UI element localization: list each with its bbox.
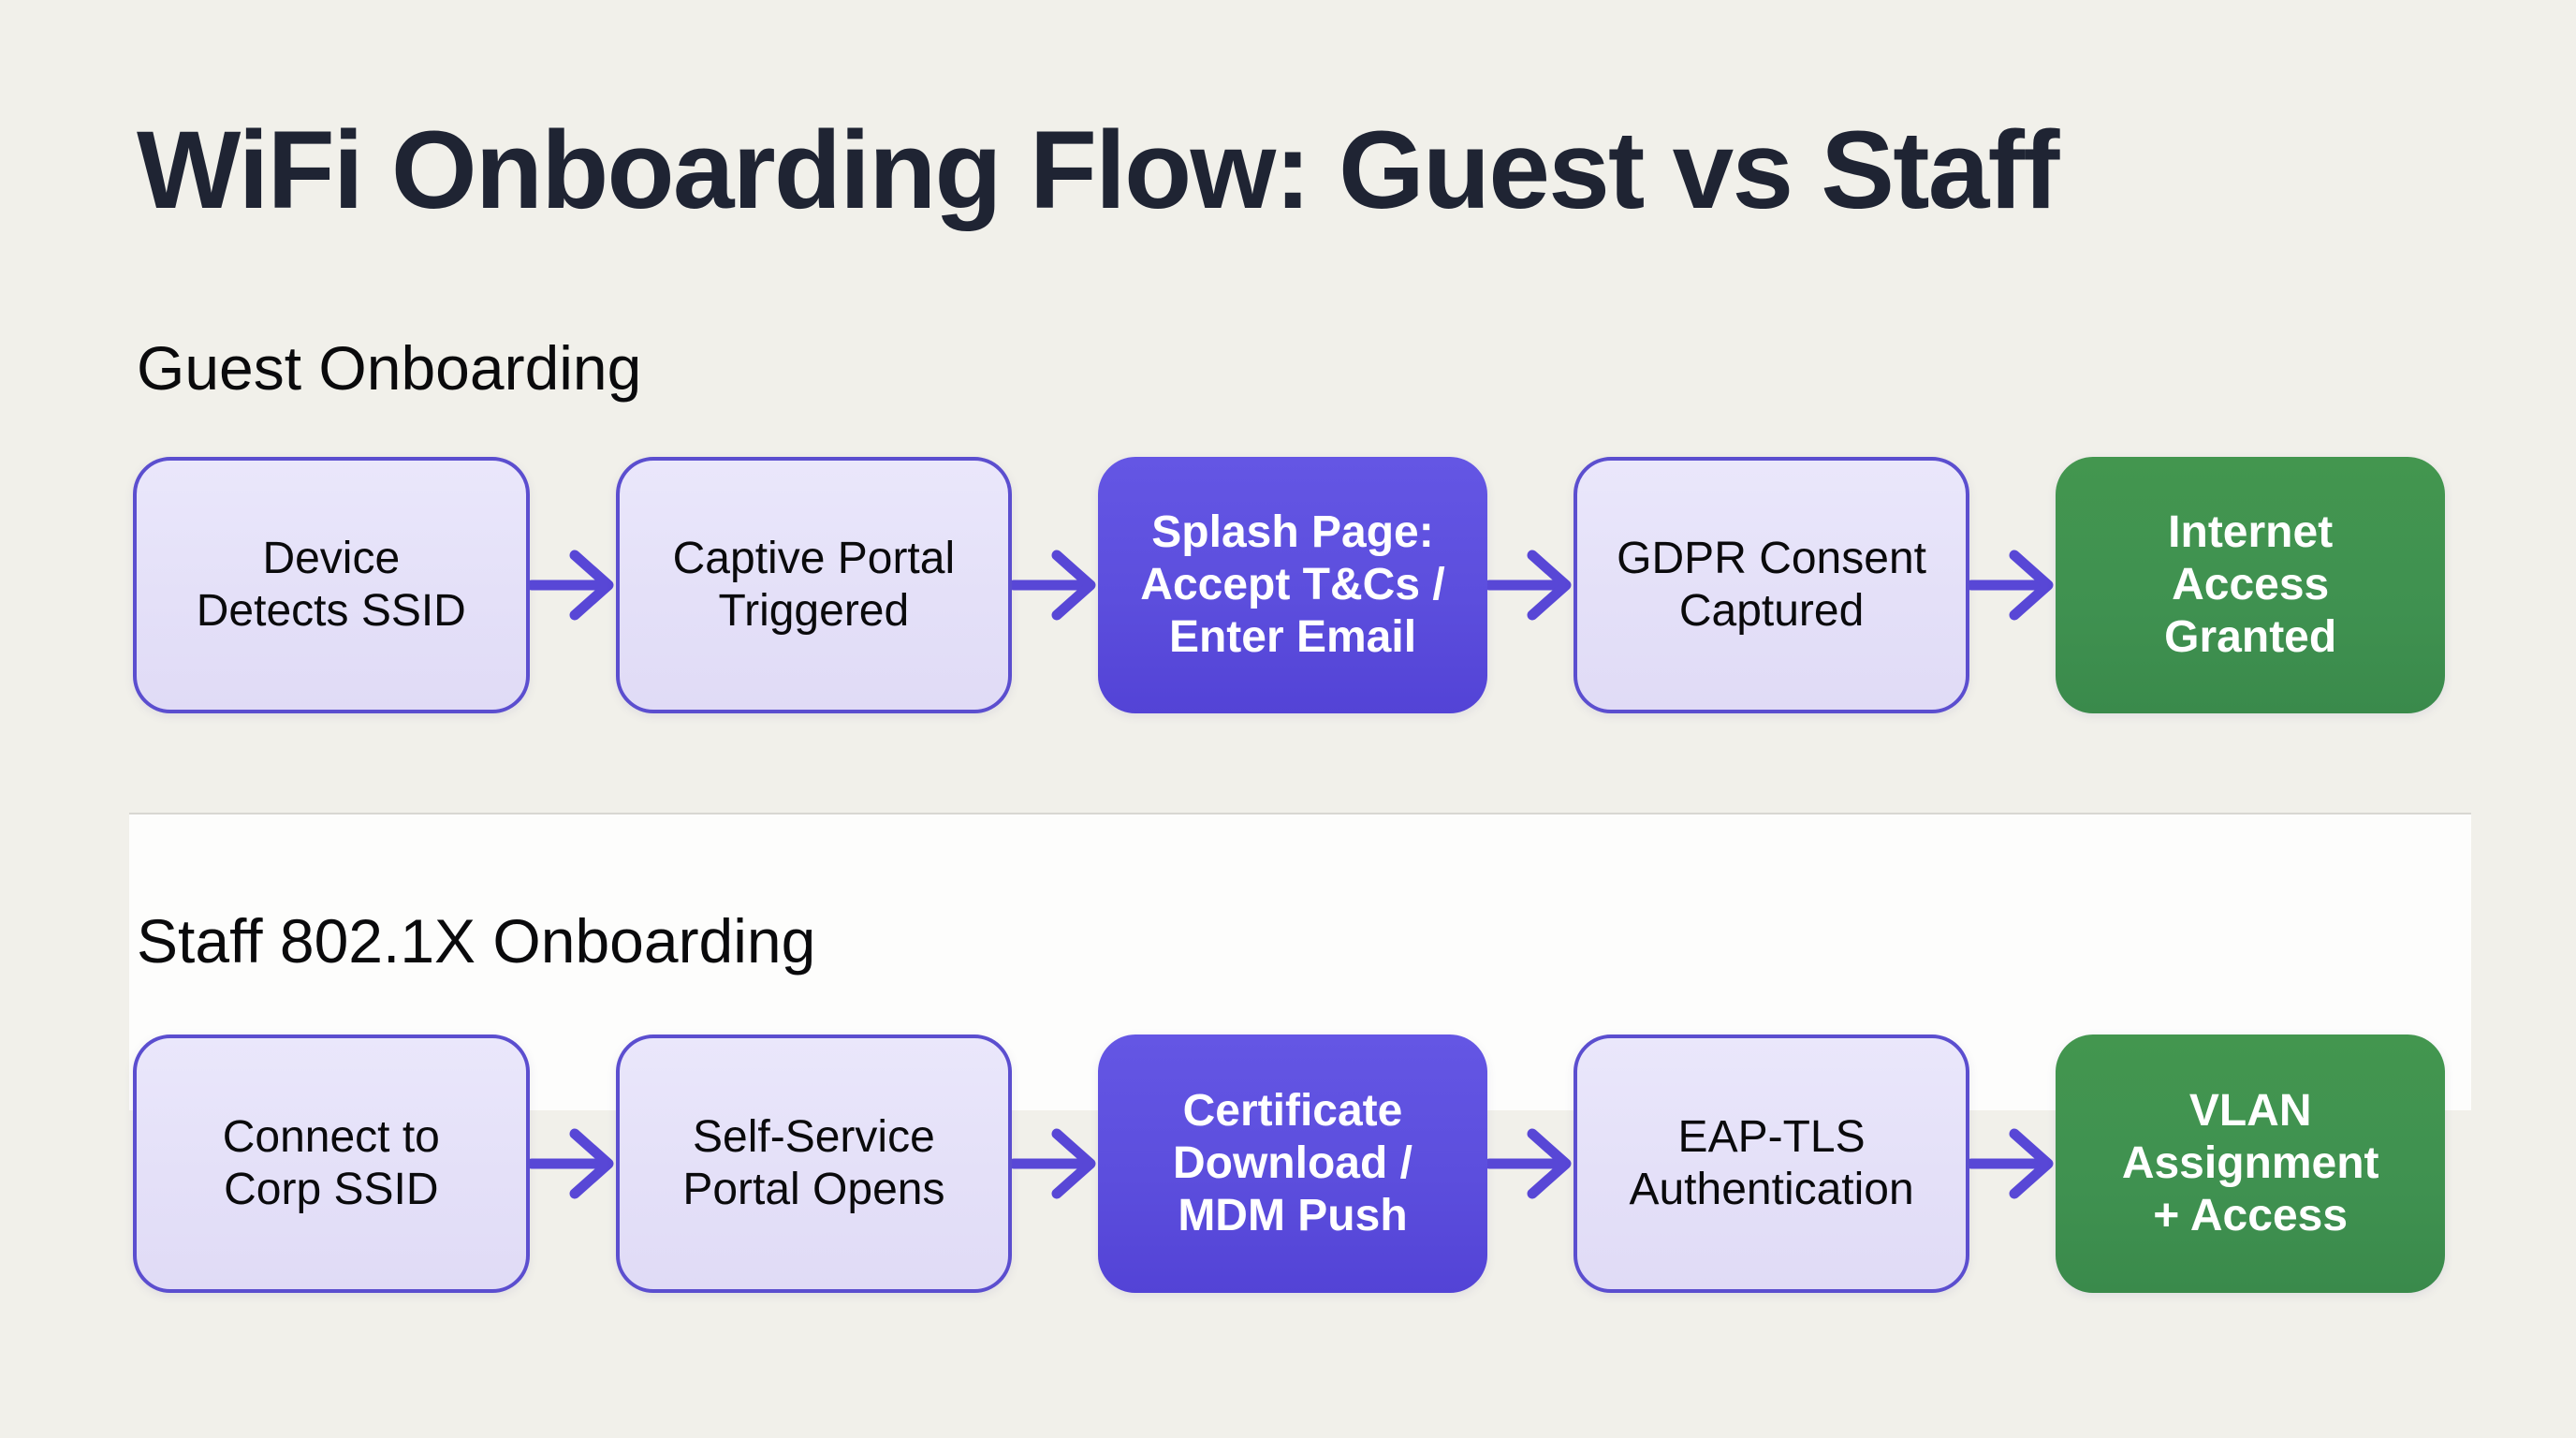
step-splash-page: Splash Page: Accept T&Cs / Enter Email xyxy=(1098,457,1487,713)
step-label: GDPR Consent Captured xyxy=(1617,534,1926,636)
step-certificate-mdm: Certificate Download / MDM Push xyxy=(1098,1034,1487,1293)
arrow-right-icon xyxy=(1012,527,1098,643)
arrow-right-icon xyxy=(1012,1106,1098,1222)
step-label: Internet Access Granted xyxy=(2164,507,2337,662)
arrow-right-icon xyxy=(529,1106,616,1222)
arrow-right-icon xyxy=(1969,1106,2056,1222)
step-internet-access: Internet Access Granted xyxy=(2056,457,2445,713)
step-label: Splash Page: Accept T&Cs / Enter Email xyxy=(1140,507,1445,662)
step-label: EAP-TLS Authentication xyxy=(1629,1112,1914,1214)
step-connect-corp-ssid: Connect to Corp SSID xyxy=(133,1034,530,1293)
step-gdpr-consent: GDPR Consent Captured xyxy=(1573,457,1970,713)
staff-section-label: Staff 802.1X Onboarding xyxy=(137,906,816,976)
step-label: Connect to Corp SSID xyxy=(222,1112,440,1214)
arrow-right-icon xyxy=(529,527,616,643)
step-self-service-portal: Self-Service Portal Opens xyxy=(615,1034,1013,1293)
arrow-right-icon xyxy=(1969,527,2056,643)
step-label: Self-Service Portal Opens xyxy=(682,1112,945,1214)
step-device-detects-ssid: Device Detects SSID xyxy=(133,457,530,713)
step-label: Device Detects SSID xyxy=(196,534,466,636)
guest-flow-row: Device Detects SSID Captive Portal Trigg… xyxy=(133,457,2445,713)
step-vlan-access: VLAN Assignment + Access xyxy=(2056,1034,2445,1293)
arrow-right-icon xyxy=(1486,1106,1573,1222)
step-label: Captive Portal Triggered xyxy=(672,534,956,636)
arrow-right-icon xyxy=(1486,527,1573,643)
staff-flow-row: Connect to Corp SSID Self-Service Portal… xyxy=(133,1034,2445,1293)
step-label: VLAN Assignment + Access xyxy=(2121,1086,2379,1240)
page-title: WiFi Onboarding Flow: Guest vs Staff xyxy=(137,109,2059,232)
guest-section-label: Guest Onboarding xyxy=(137,333,642,403)
step-label: Certificate Download / MDM Push xyxy=(1172,1086,1412,1240)
step-eap-tls: EAP-TLS Authentication xyxy=(1573,1034,1970,1293)
section-divider xyxy=(129,813,2471,814)
step-captive-portal: Captive Portal Triggered xyxy=(615,457,1013,713)
